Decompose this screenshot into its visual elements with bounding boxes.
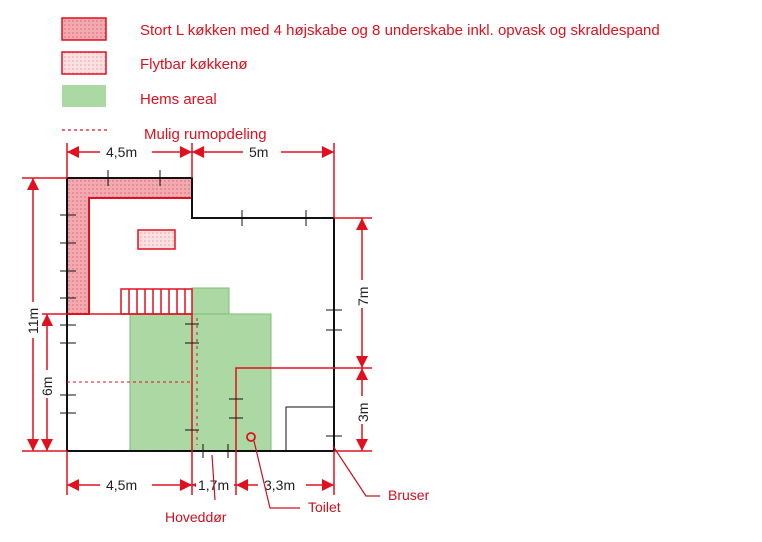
- kitchen-island: [137, 229, 176, 250]
- dim-top-right: 5m: [249, 144, 268, 160]
- callout-entrance: Hoveddør: [165, 509, 227, 525]
- stairs: [120, 288, 193, 315]
- shower-box: [285, 406, 334, 451]
- dim-left-total: 11m: [25, 308, 41, 334]
- legend-swatch-loft: [62, 85, 106, 107]
- dim-left-lower: 6m: [39, 377, 55, 396]
- loft-area-small: [191, 287, 230, 315]
- callout-toilet: Toilet: [308, 499, 341, 515]
- dim-top-left: 4,5m: [106, 144, 137, 160]
- legend-swatch-kitchen: [61, 17, 107, 41]
- dim-right-upper: 7m: [355, 287, 371, 306]
- dim-right-lower: 3m: [355, 403, 371, 422]
- callout-lines: [211, 440, 380, 509]
- wall-ticks: [60, 210, 342, 458]
- legend-swatch-island: [61, 51, 107, 75]
- dim-bottom-left: 4,5m: [106, 477, 137, 493]
- toilet-symbol: [246, 432, 256, 442]
- legend: Stort L køkken med 4 højskabe og 8 under…: [61, 17, 660, 143]
- legend-label-loft: Hems areal: [140, 91, 217, 108]
- dim-bottom-right: 3,3m: [264, 477, 295, 493]
- bathroom-walls: [235, 367, 334, 451]
- legend-label-kitchen: Stort L køkken med 4 højskabe og 8 under…: [140, 22, 660, 39]
- legend-label-divider: Mulig rumopdeling: [144, 126, 267, 143]
- legend-label-island: Flytbar køkkenø: [140, 56, 248, 73]
- callout-shower: Bruser: [388, 487, 430, 503]
